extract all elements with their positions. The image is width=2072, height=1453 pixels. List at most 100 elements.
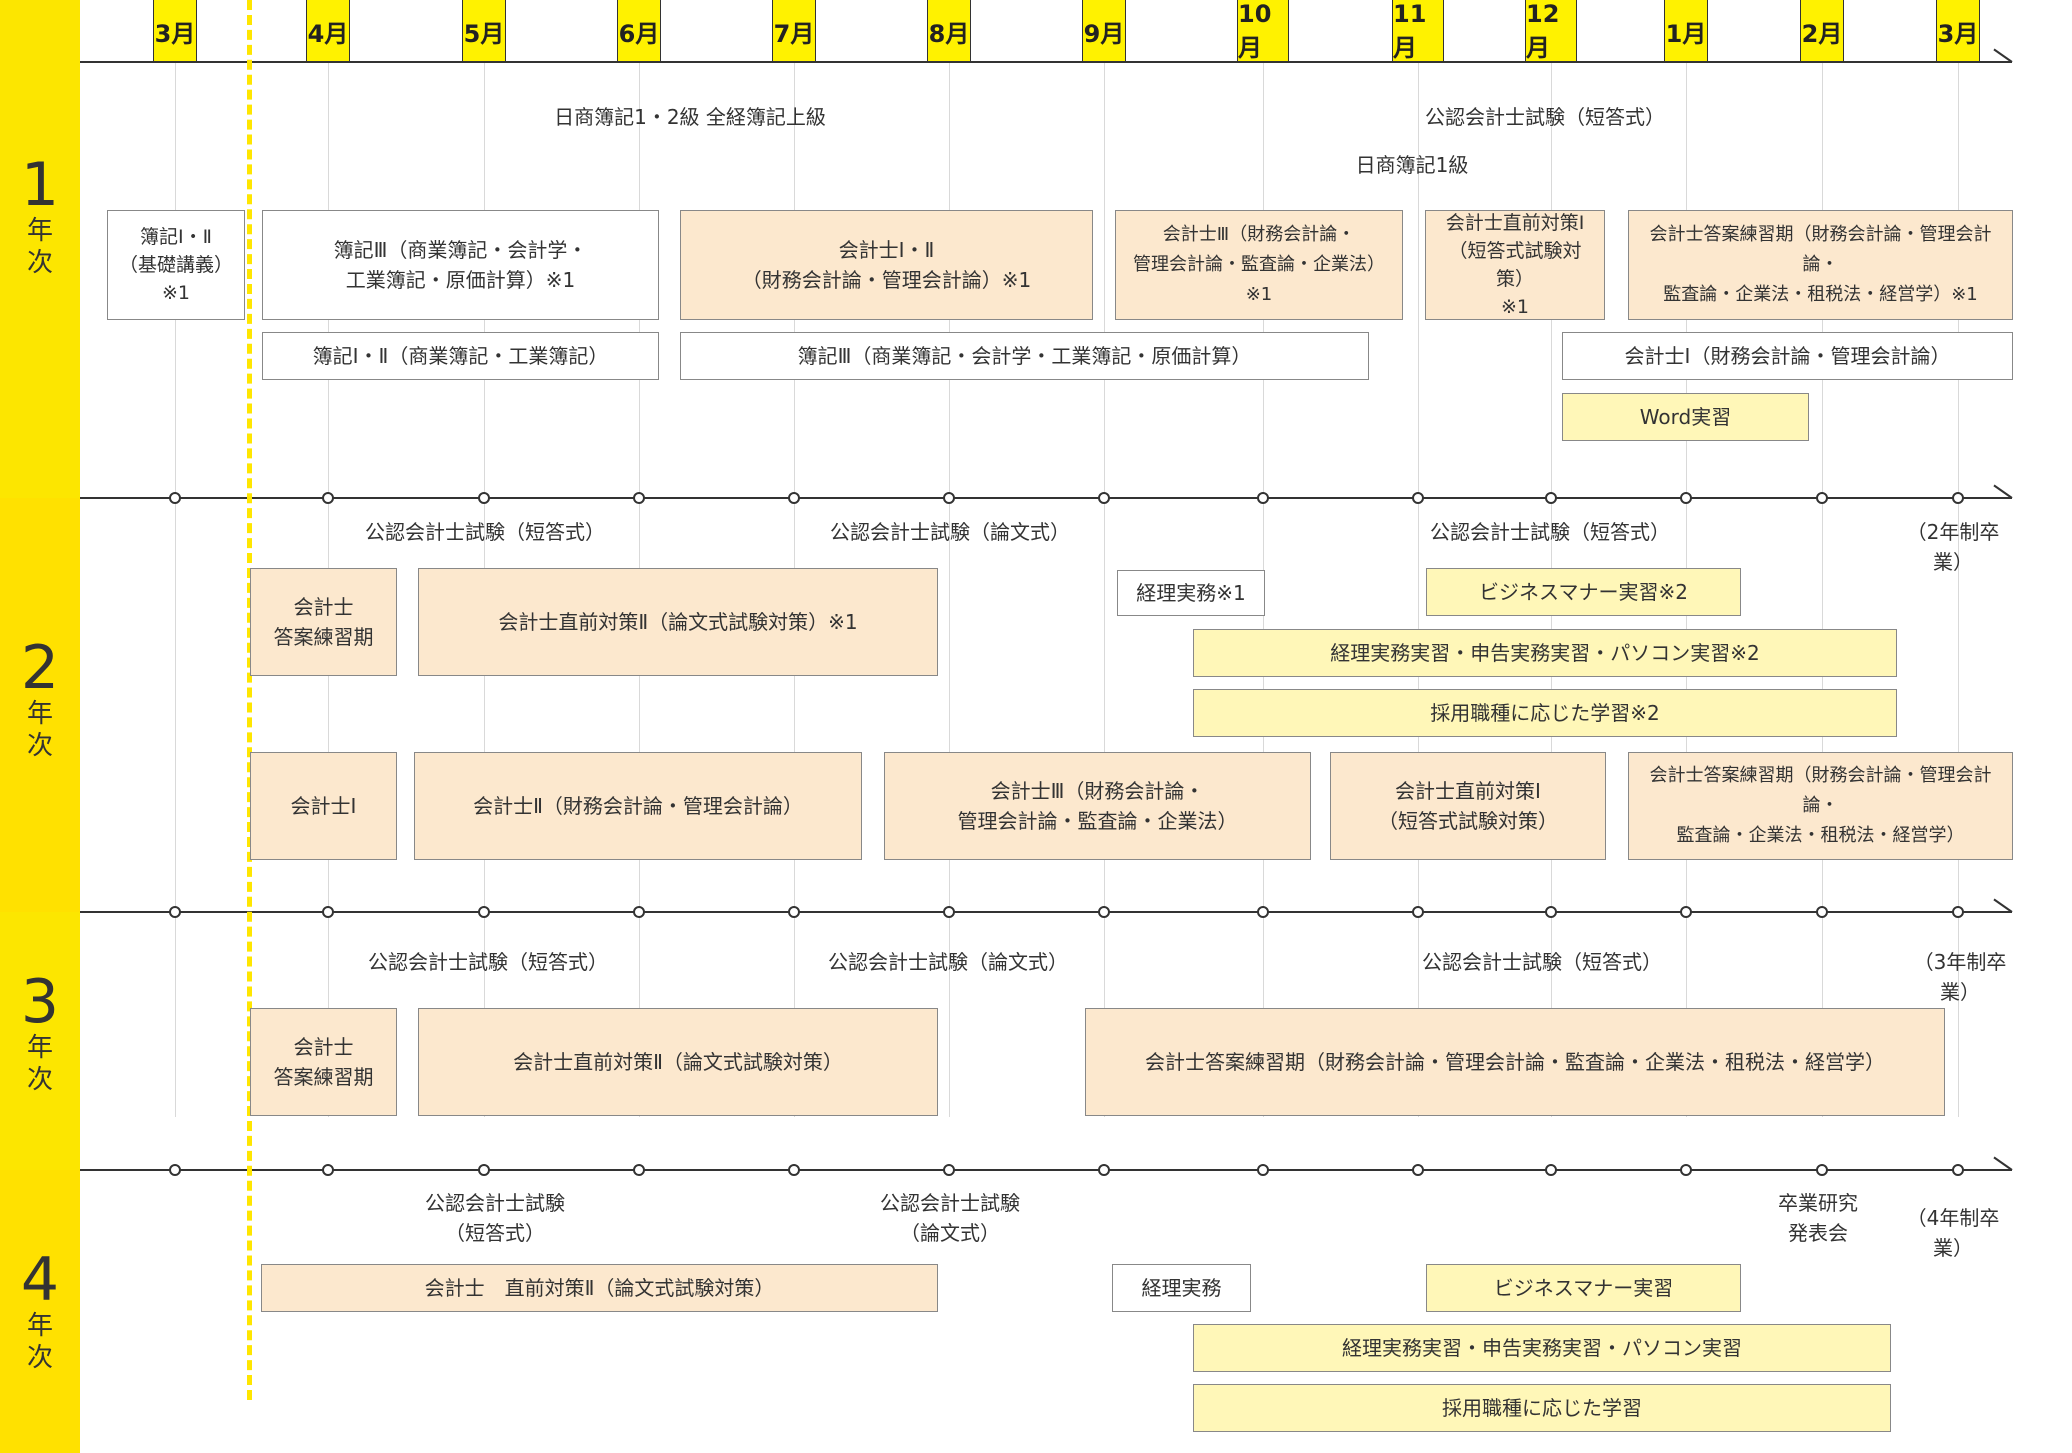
timeline-node: [943, 1164, 955, 1176]
timeline-node: [1098, 906, 1110, 918]
month-label: 8月: [928, 19, 970, 48]
course-box: 会計士Ⅱ（財務会計論・管理会計論）: [414, 752, 862, 860]
year-label-2: 2 年 次: [0, 638, 80, 762]
month-gridline: [1958, 62, 1959, 1117]
month-label: 3月: [154, 19, 196, 48]
timeline-node: [1952, 906, 1964, 918]
course-box: 簿記Ⅰ・Ⅱ （基礎講義） ※1: [107, 210, 245, 320]
timeline-node: [1816, 492, 1828, 504]
month-label: 9月: [1083, 19, 1125, 48]
exam-label: 公認会計士試験（論文式）: [830, 520, 1070, 544]
timeline-node: [1545, 1164, 1557, 1176]
course-box: 会計士直前対策Ⅱ（論文式試験対策）: [418, 1008, 938, 1116]
timeline-node: [1412, 906, 1424, 918]
timeline-node: [478, 492, 490, 504]
year-char: 年: [26, 699, 53, 729]
year-number: 3: [20, 967, 60, 1037]
year-label-4: 4 年 次: [0, 1250, 80, 1374]
timeline-node: [1816, 906, 1828, 918]
month-label: 3月: [1937, 19, 1979, 48]
year-band-2: [0, 498, 80, 912]
graduation-label: （2年制卒業）: [1906, 520, 2000, 574]
course-box: 会計士Ⅰ（財務会計論・管理会計論）: [1562, 332, 2013, 380]
timeline-node: [1952, 492, 1964, 504]
year-number: 1: [20, 150, 60, 220]
course-box: 会計士直前対策Ⅱ（論文式試験対策）※1: [418, 568, 938, 676]
course-box: 会計士直前対策Ⅰ （短答式試験対策）: [1330, 752, 1606, 860]
course-box: 会計士 直前対策Ⅱ（論文式試験対策）: [261, 1264, 938, 1312]
year-char: 年: [26, 1033, 53, 1063]
timeline-node: [1680, 906, 1692, 918]
year-number: 2: [20, 633, 60, 703]
course-box: 会計士答案練習期（財務会計論・管理会計論・監査論・企業法・租税法・経営学）: [1085, 1008, 1945, 1116]
event-label: 卒業研究 発表会: [1778, 1191, 1858, 1245]
exam-label: 公認会計士試験（短答式）: [368, 950, 608, 974]
timeline-node: [322, 906, 334, 918]
year-band-1: [0, 0, 80, 498]
course-box: 採用職種に応じた学習: [1193, 1384, 1891, 1432]
month-tab: 3月: [1936, 0, 1980, 62]
graduation-label: （3年制卒業）: [1913, 950, 2007, 1004]
timeline-axis: [80, 61, 2012, 63]
course-box: 簿記Ⅲ（商業簿記・会計学・ 工業簿記・原価計算）※1: [262, 210, 659, 320]
month-tab: 9月: [1082, 0, 1126, 62]
timeline-node: [633, 1164, 645, 1176]
month-tab: 11月: [1392, 0, 1444, 62]
exam-label: 公認会計士試験（短答式）: [1425, 105, 1665, 129]
timeline-node: [1680, 492, 1692, 504]
exam-label: 公認会計士試験（論文式）: [828, 950, 1068, 974]
timeline-node: [1952, 1164, 1964, 1176]
timeline-node: [169, 492, 181, 504]
month-tab: 2月: [1800, 0, 1844, 62]
timeline-node: [1412, 492, 1424, 504]
timeline-node: [322, 1164, 334, 1176]
timeline-node: [1098, 1164, 1110, 1176]
course-box: ビジネスマナー実習※2: [1426, 568, 1741, 616]
timeline-node: [788, 1164, 800, 1176]
exam-label: 公認会計士試験 （短答式）: [425, 1191, 565, 1245]
timeline-node: [1257, 906, 1269, 918]
year-start-divider: [247, 0, 252, 1400]
timeline-node: [169, 906, 181, 918]
month-label: 7月: [773, 19, 815, 48]
course-box: 会計士 答案練習期: [250, 568, 397, 676]
timeline-node: [169, 1164, 181, 1176]
month-gridline: [1822, 62, 1823, 1117]
year-label-3: 3 年 次: [0, 972, 80, 1096]
month-label: 10月: [1238, 0, 1272, 62]
month-label: 6月: [618, 19, 660, 48]
year-char: 次: [26, 248, 53, 278]
month-gridline: [949, 62, 950, 1117]
course-box: ビジネスマナー実習: [1426, 1264, 1741, 1312]
timeline-node: [1412, 1164, 1424, 1176]
year-label-1: 1 年 次: [0, 155, 80, 279]
timeline-node: [478, 1164, 490, 1176]
timeline-node: [1816, 1164, 1828, 1176]
timeline-node: [1098, 492, 1110, 504]
timeline-node: [1257, 1164, 1269, 1176]
graduation-label: （4年制卒業）: [1906, 1206, 2000, 1260]
month-label: 11月: [1393, 0, 1427, 62]
month-label: 2月: [1801, 19, 1843, 48]
course-box: 会計士Ⅲ（財務会計論・ 管理会計論・監査論・企業法）※1: [1115, 210, 1403, 320]
course-box: 簿記Ⅰ・Ⅱ（商業簿記・工業簿記）: [262, 332, 659, 380]
year-char: 次: [26, 1065, 53, 1095]
timeline-node: [633, 906, 645, 918]
course-box: 経理実務実習・申告実務実習・パソコン実習: [1193, 1324, 1891, 1372]
year-char: 次: [26, 1343, 53, 1373]
timeline-node: [633, 492, 645, 504]
month-tab: 10月: [1237, 0, 1289, 62]
timeline-node: [943, 906, 955, 918]
timeline-axis: [80, 1169, 2012, 1171]
exam-label: 公認会計士試験（短答式）: [365, 520, 605, 544]
timeline-node: [478, 906, 490, 918]
timeline-axis: [80, 911, 2012, 913]
exam-label: 公認会計士試験（短答式）: [1430, 520, 1670, 544]
exam-label: 日商簿記1級: [1355, 153, 1469, 177]
month-tab: 1月: [1664, 0, 1708, 62]
course-box: 経理実務実習・申告実務実習・パソコン実習※2: [1193, 629, 1897, 677]
course-box: 簿記Ⅲ（商業簿記・会計学・工業簿記・原価計算）: [680, 332, 1369, 380]
month-tab: 12月: [1525, 0, 1577, 62]
course-box: 会計士Ⅰ: [250, 752, 397, 860]
timeline-node: [1680, 1164, 1692, 1176]
